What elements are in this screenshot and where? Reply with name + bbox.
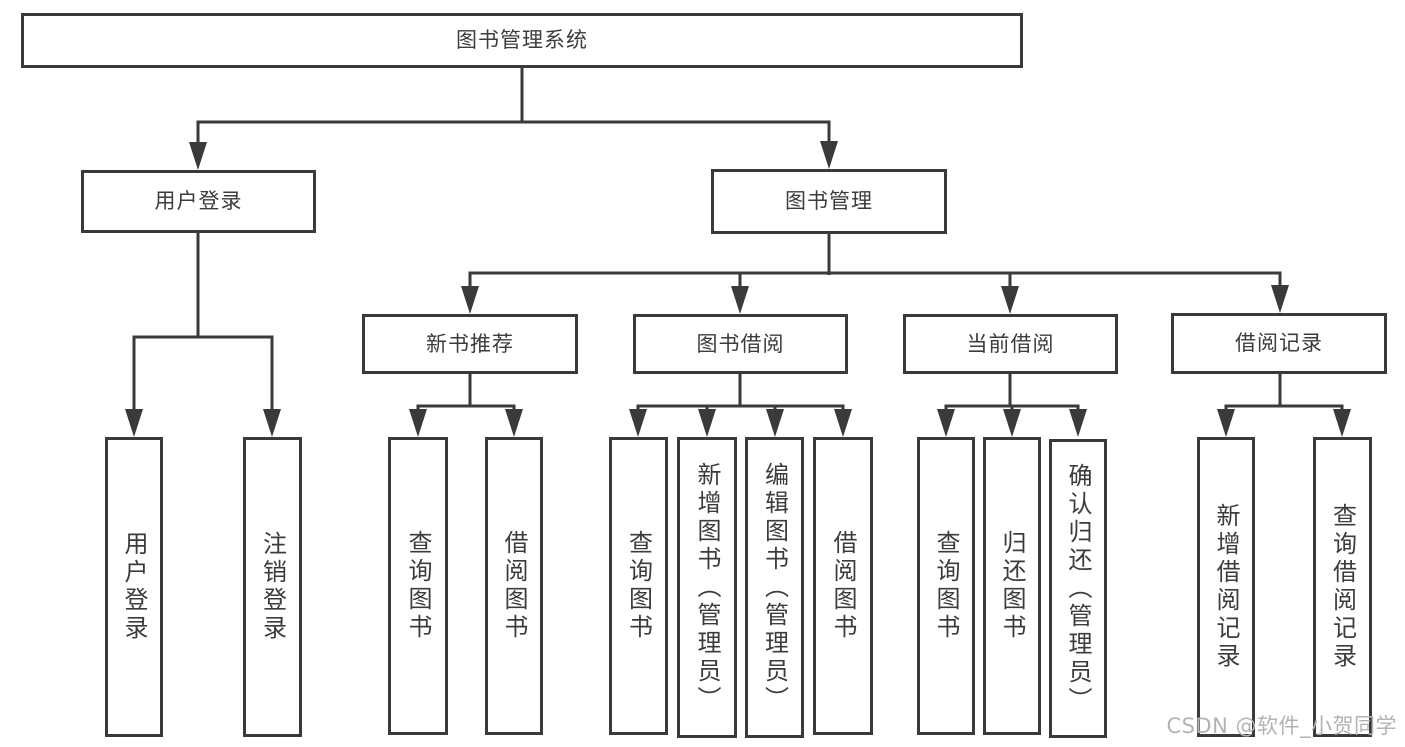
csdn-watermark: CSDN @软件_小贺同学 [1166, 714, 1397, 738]
leaf-add-borrow-record: 新增借阅记录 [1197, 437, 1255, 737]
leaf-borrow-books: 借阅图书 [485, 437, 543, 735]
connector-level3-rail [468, 271, 1282, 292]
leaf-query-books: 查询图书 [917, 437, 975, 735]
leaf-logout: 注销登录 [243, 437, 302, 737]
leaf-query-borrow-record: 查询借阅记录 [1313, 437, 1372, 737]
node-new-book-recommend: 新书推荐 [362, 314, 578, 374]
node-borrow-records: 借阅记录 [1171, 313, 1387, 374]
node-current-borrow: 当前借阅 [903, 314, 1118, 374]
node-book-management: 图书管理 [711, 169, 947, 234]
arrow-down-icon-leaves [125, 409, 1351, 437]
leaf-user-login: 用户登录 [105, 437, 163, 737]
node-user-login: 用户登录 [81, 170, 316, 233]
connector-new-book-rail [416, 374, 516, 416]
leaf-edit-books-admin: 编辑图书（管理员） [745, 437, 804, 738]
connector-level2-rail [196, 120, 831, 156]
leaf-add-books-admin: 新增图书（管理员） [677, 437, 737, 738]
leaf-return-books: 归还图书 [983, 437, 1041, 735]
arrow-down-icon-level2 [189, 141, 838, 170]
connector-borrow-records-rail [1224, 374, 1344, 416]
leaf-borrow-books: 借阅图书 [813, 437, 873, 735]
arrow-down-icon-level3 [461, 285, 1289, 314]
leaf-query-books: 查询图书 [388, 437, 448, 735]
connector-user-login-rail [132, 335, 274, 416]
leaf-confirm-return-admin: 确认归还（管理员） [1049, 439, 1107, 738]
node-book-borrow: 图书借阅 [633, 314, 848, 374]
leaf-query-books: 查询图书 [609, 437, 668, 735]
node-root-system: 图书管理系统 [21, 13, 1023, 68]
connector-book-borrow-rail [636, 374, 845, 416]
